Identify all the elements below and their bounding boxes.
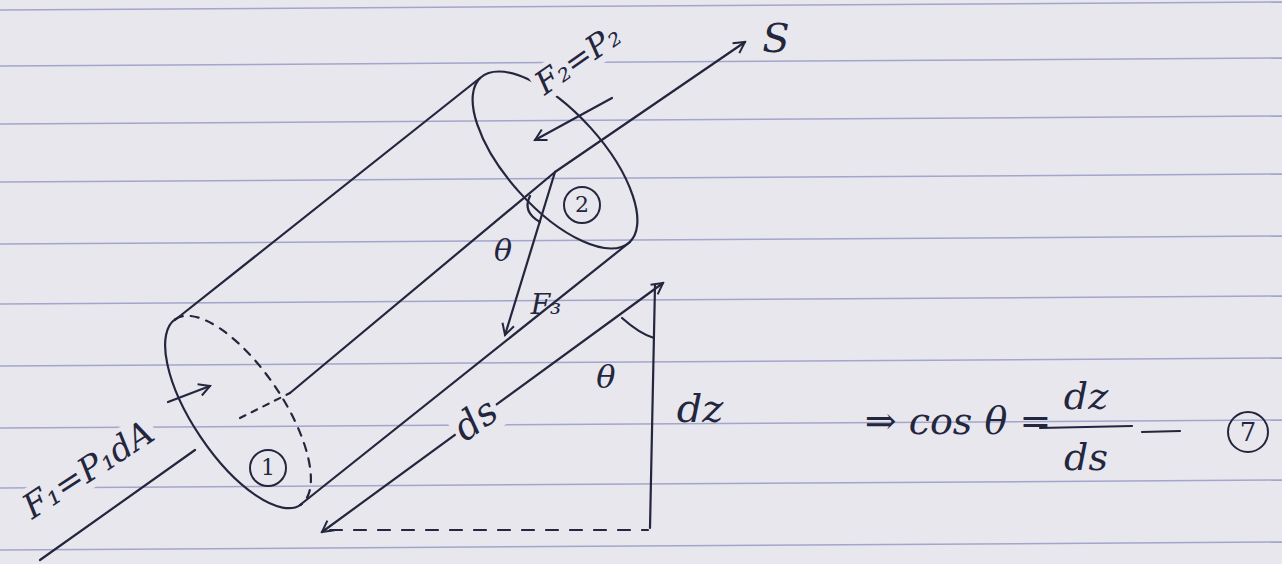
handwritten-label: θ	[491, 234, 515, 267]
callout-number: 7	[1240, 419, 1257, 445]
handwritten-label: ds	[444, 388, 509, 451]
callout-number: 1	[261, 457, 275, 479]
handwritten-label: ⇒ cos θ =	[862, 401, 1054, 443]
cylinder	[40, 42, 1180, 560]
handwritten-label: dz	[1061, 376, 1111, 418]
circled-number: 2	[563, 186, 601, 224]
callout-number: 2	[575, 194, 589, 216]
handwritten-label: S	[759, 16, 792, 60]
handwritten-label: ds	[1061, 437, 1111, 479]
handwritten-label: θ	[593, 360, 618, 395]
ruled-lines	[0, 2, 1282, 550]
handwritten-label: F₁=P₁dA	[13, 412, 163, 528]
circled-number: 7	[1227, 411, 1269, 453]
handwritten-label: F₂=P₂	[526, 16, 630, 103]
circled-number: 1	[249, 449, 287, 487]
handwritten-label: dz	[674, 386, 727, 430]
handwritten-label: F₃	[528, 290, 565, 321]
